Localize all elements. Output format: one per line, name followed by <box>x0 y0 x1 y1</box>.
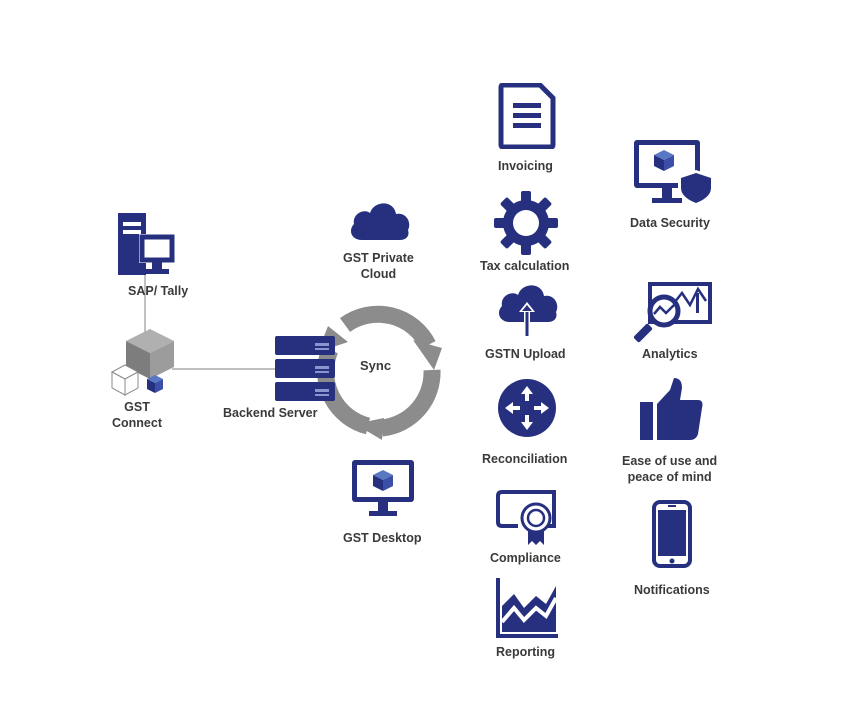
certificate-icon <box>496 490 556 545</box>
feature-invoicing-label: Invoicing <box>498 159 553 173</box>
feature-tax-calculation-label: Tax calculation <box>480 259 570 273</box>
sap-tally-label: SAP/ Tally <box>128 284 189 298</box>
feature-reporting-label: Reporting <box>496 645 556 659</box>
computer-tower-icon <box>118 213 175 275</box>
gst-connect-label: GST Connect <box>112 400 162 430</box>
feature-data-security-label: Data Security <box>630 216 710 230</box>
cubes-icon <box>110 329 174 396</box>
chart-area-icon <box>496 578 558 638</box>
backend-server-label: Backend Server <box>223 406 318 420</box>
feature-analytics-label: Analytics <box>642 347 698 361</box>
arrows-cross-icon <box>498 379 556 437</box>
sync-label: Sync <box>360 358 392 373</box>
monitor-shield-icon <box>634 140 714 206</box>
smartphone-icon <box>652 500 692 568</box>
thumbs-up-icon <box>640 378 703 440</box>
desktop-monitor-icon <box>352 460 414 516</box>
gst-private-cloud-label: GST Private Cloud <box>343 251 414 281</box>
feature-compliance-label: Compliance <box>490 551 561 565</box>
gear-icon <box>494 191 558 255</box>
gst-desktop-label: GST Desktop <box>343 531 422 545</box>
cloud-upload-icon <box>498 285 558 336</box>
feature-gstn-upload-label: GSTN Upload <box>485 347 566 361</box>
document-icon <box>498 83 556 149</box>
feature-reconciliation-label: Reconciliation <box>482 452 568 466</box>
feature-ease-of-use-label: Ease of use and peace of mind <box>622 454 718 484</box>
magnifier-chart-icon <box>634 282 712 343</box>
feature-notifications-label: Notifications <box>634 583 710 597</box>
cloud-icon <box>350 203 410 240</box>
server-icon <box>275 336 335 401</box>
